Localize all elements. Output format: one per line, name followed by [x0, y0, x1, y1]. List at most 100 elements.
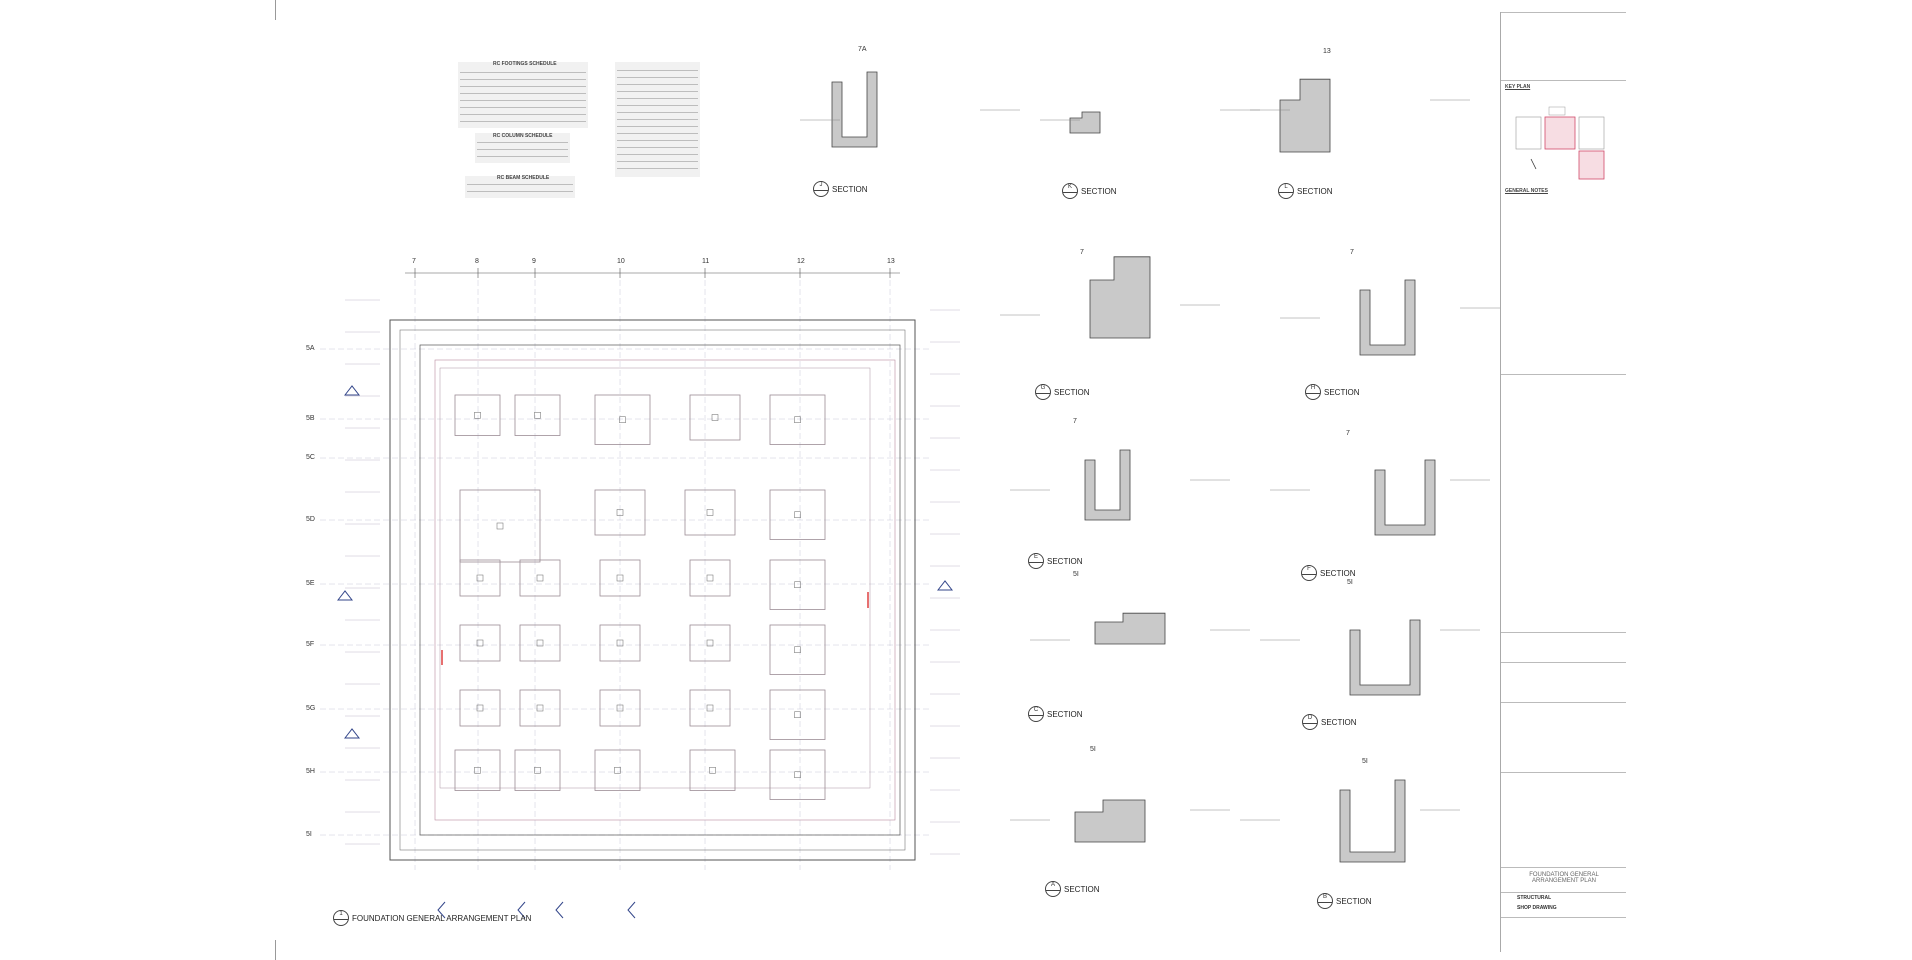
plan-number: 1	[339, 911, 343, 917]
plan-number-circle: 1	[333, 910, 349, 926]
column-stub	[476, 704, 484, 712]
section-circle: A	[1045, 881, 1061, 897]
section-label: SECTION	[832, 184, 868, 194]
section-letter: D	[1307, 715, 1313, 721]
footing	[689, 624, 731, 662]
concrete-pit	[1349, 619, 1421, 696]
footing	[599, 624, 641, 662]
footing	[684, 489, 736, 536]
slab-edge	[419, 344, 901, 836]
footings-schedule-table	[458, 62, 588, 128]
outer-wall-inner	[399, 329, 906, 851]
section-grid-ref: 13	[1323, 48, 1331, 55]
section-marker	[336, 590, 354, 601]
section-circle: B	[1317, 893, 1333, 909]
plan-title: FOUNDATION GENERAL ARRANGEMENT PLAN	[352, 913, 532, 923]
column-stub	[794, 416, 801, 423]
schedule-row	[460, 107, 586, 108]
grid-row-label: 5A	[306, 345, 315, 352]
grid-col-label: 8	[475, 258, 479, 265]
schedule-row	[617, 112, 698, 113]
tb-sign-line-1	[1501, 632, 1626, 633]
column-stub	[536, 704, 544, 712]
footing	[519, 624, 561, 662]
schedule-row	[617, 119, 698, 120]
column-schedule-title: RC COLUMN SCHEDULE	[493, 133, 553, 139]
section-grid-ref: 5I	[1073, 571, 1079, 578]
section-label: SECTION	[1336, 896, 1372, 906]
tb-bottom-line	[1501, 917, 1626, 918]
section-label: SECTION	[1324, 387, 1360, 397]
footing	[689, 689, 731, 727]
tb-legend-line	[1501, 374, 1626, 375]
footing	[514, 749, 561, 791]
column-stub	[794, 581, 801, 588]
footing	[459, 559, 501, 597]
footing	[599, 689, 641, 727]
schedule-row	[460, 121, 586, 122]
concrete-pit	[1084, 449, 1131, 521]
footing	[459, 489, 541, 563]
section-grid-ref: 7A	[858, 46, 867, 53]
column-stub	[706, 704, 714, 712]
footing	[689, 394, 741, 441]
footing	[769, 749, 826, 800]
footing	[689, 559, 731, 597]
grid-col-label: 11	[702, 258, 710, 265]
section-label: SECTION	[1081, 186, 1117, 196]
concrete-section	[1069, 111, 1101, 134]
stage-label: SHOP DRAWING	[1517, 905, 1557, 911]
tb-sign-line-2	[1501, 662, 1626, 663]
section-grid-ref: 5I	[1090, 746, 1096, 753]
column-stub	[474, 767, 481, 774]
schedule-row	[460, 93, 586, 94]
sheet-border-top	[275, 0, 276, 20]
tb-top-line	[1501, 12, 1626, 13]
section-grid-ref: 5I	[1347, 579, 1353, 586]
footing	[769, 394, 826, 445]
schedule-row	[477, 156, 568, 157]
discipline-label: STRUCTURAL	[1517, 895, 1552, 901]
section-letter: C	[1033, 707, 1039, 713]
column-stub	[536, 639, 544, 647]
tb-sign-line-3	[1501, 702, 1626, 703]
column-schedule-table	[475, 133, 570, 163]
schedule-row	[617, 147, 698, 148]
concrete-section	[1279, 78, 1331, 153]
section-marker	[343, 728, 361, 739]
section-circle: K	[1062, 183, 1078, 199]
section-label: SECTION	[1297, 186, 1333, 196]
footing	[599, 559, 641, 597]
tb-title-line	[1501, 867, 1626, 868]
concrete-pit	[1374, 459, 1436, 536]
schedule-row	[617, 133, 698, 134]
grid-row-label: 5H	[306, 768, 315, 775]
column-stub	[709, 767, 716, 774]
beam-schedule-title: RC BEAM SCHEDULE	[497, 175, 550, 181]
plan-title-tag: 1 FOUNDATION GENERAL ARRANGEMENT PLAN	[333, 910, 531, 926]
column-stub	[794, 711, 801, 718]
schedule-row	[460, 100, 586, 101]
schedule-row	[617, 98, 698, 99]
schedule-row	[617, 70, 698, 71]
footing	[519, 559, 561, 597]
schedule-row	[477, 142, 568, 143]
schedule-row	[617, 126, 698, 127]
column-stub	[616, 509, 624, 516]
column-stub	[794, 511, 801, 518]
schedule-row	[617, 140, 698, 141]
footing	[594, 489, 646, 536]
section-grid-ref: 7	[1080, 249, 1084, 256]
section-circle: C	[1028, 706, 1044, 722]
footing	[769, 559, 826, 610]
column-stub	[476, 639, 484, 647]
column-stub	[616, 574, 624, 582]
section-letter: E	[1033, 554, 1038, 560]
